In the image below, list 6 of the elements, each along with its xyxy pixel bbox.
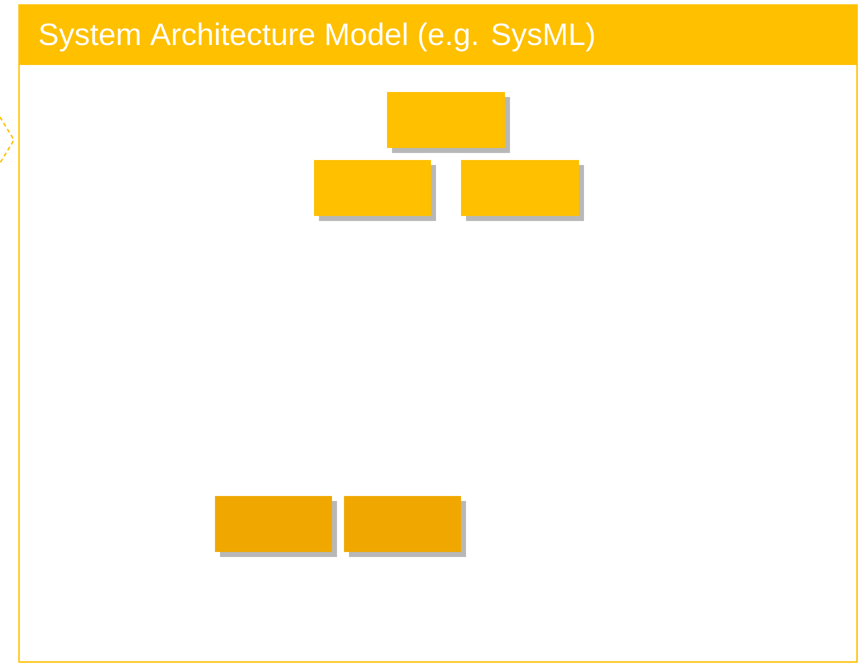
block-box [215, 496, 337, 557]
block-box [387, 92, 510, 153]
block-box [344, 496, 466, 557]
block-box [314, 160, 436, 221]
block-box [461, 160, 584, 221]
container-panel: System Architecture Model (e.g. SysML) [18, 4, 858, 663]
